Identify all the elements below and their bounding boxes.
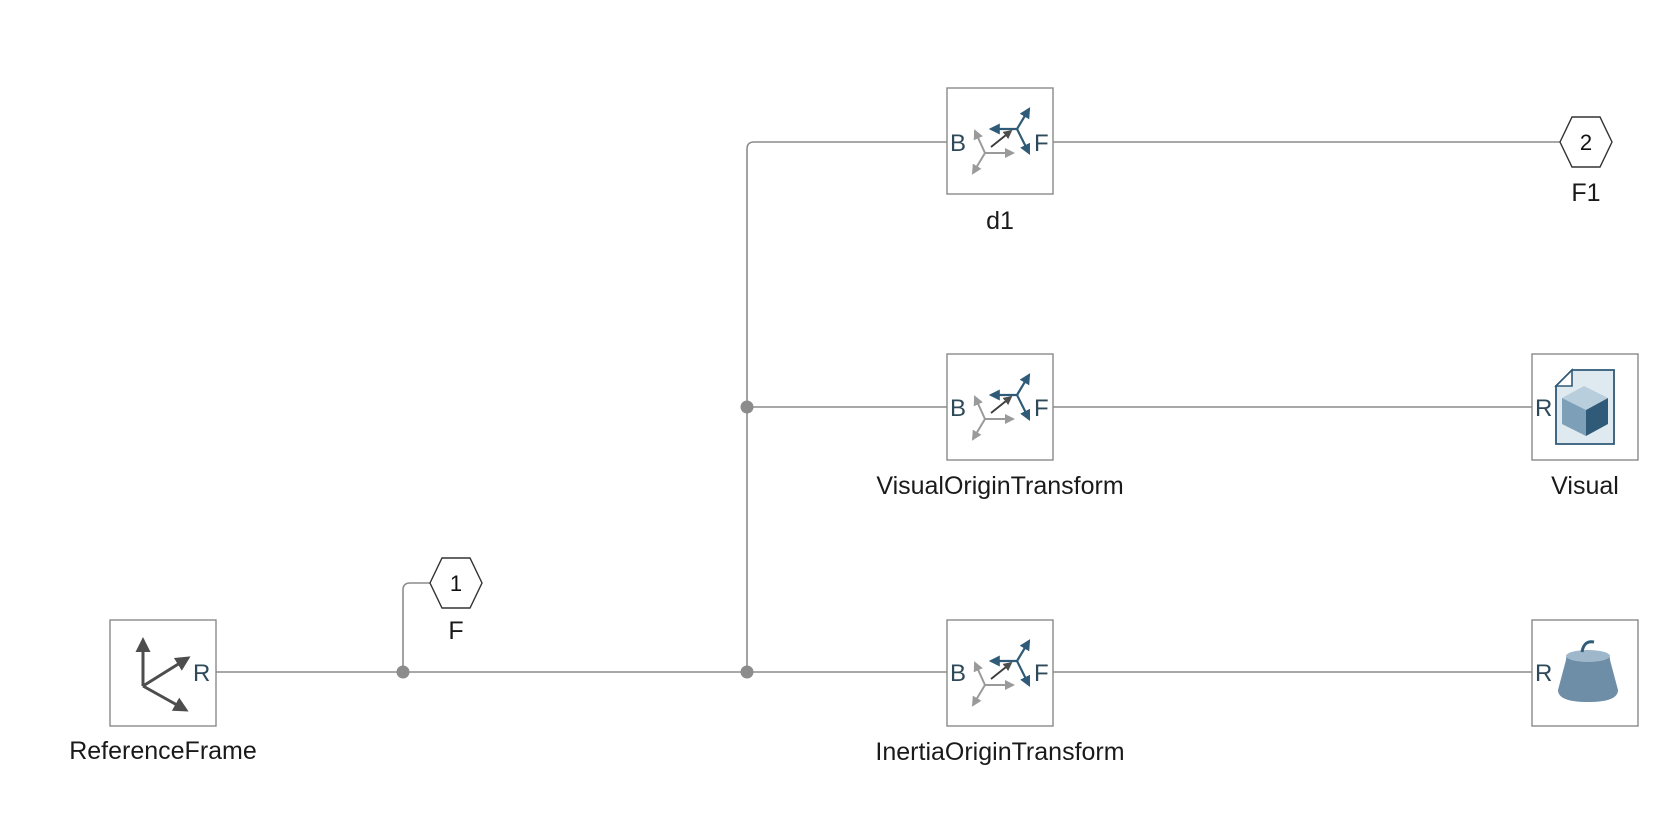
inertia-block[interactable]: R <box>1531 619 1639 727</box>
d1-box[interactable] <box>946 87 1054 195</box>
junction-dot <box>740 665 754 679</box>
reference-frame-block[interactable]: R ReferenceFrame <box>69 619 257 765</box>
port-label-f: F <box>1034 130 1049 157</box>
inertia-origin-transform-block[interactable]: B F InertiaOriginTransform <box>875 619 1125 766</box>
junction-dot <box>740 400 754 414</box>
port-label-r: R <box>1535 660 1552 687</box>
reference-frame-label: ReferenceFrame <box>69 737 257 765</box>
inertia-origin-transform-label: InertiaOriginTransform <box>875 738 1124 766</box>
port-label-b: B <box>950 395 966 422</box>
visual-label: Visual <box>1551 472 1619 500</box>
connection-port-2-hexagon[interactable] <box>1559 116 1613 168</box>
d1-transform-block[interactable]: B F d1 <box>946 87 1054 235</box>
visual-block[interactable]: R Visual <box>1531 353 1639 500</box>
connection-port-1[interactable]: 1 F <box>429 557 483 645</box>
visual-origin-transform-block[interactable]: B F VisualOriginTransform <box>876 353 1124 500</box>
port-label-b: B <box>950 660 966 687</box>
wire-vertical-trunk[interactable] <box>746 141 947 672</box>
port-label-r: R <box>1535 395 1552 422</box>
connection-port-1-number: 1 <box>450 571 462 596</box>
port-label-f: F <box>1034 395 1049 422</box>
connection-lines <box>216 141 1560 673</box>
connection-port-2-number: 2 <box>1580 130 1592 155</box>
d1-label: d1 <box>986 207 1014 235</box>
connection-port-1-label: F <box>448 617 463 645</box>
port-label-b: B <box>950 130 966 157</box>
junction-dot <box>396 665 410 679</box>
file-solid-icon <box>1554 368 1615 445</box>
reference-frame-icon <box>135 637 191 712</box>
visual-origin-transform-label: VisualOriginTransform <box>876 472 1123 500</box>
inertia-weight-icon <box>1558 640 1618 702</box>
connection-port-1-hexagon[interactable] <box>429 557 483 609</box>
reference-frame-box[interactable] <box>109 619 217 727</box>
inertia-origin-transform-box[interactable] <box>946 619 1054 727</box>
port-label-f: F <box>1034 660 1049 687</box>
port-label-r: R <box>193 660 210 687</box>
connection-port-2[interactable]: 2 F1 <box>1559 116 1613 207</box>
connection-port-2-label: F1 <box>1571 179 1600 207</box>
visual-origin-transform-box[interactable] <box>946 353 1054 461</box>
wire-to-connection-port-1[interactable] <box>402 582 430 672</box>
